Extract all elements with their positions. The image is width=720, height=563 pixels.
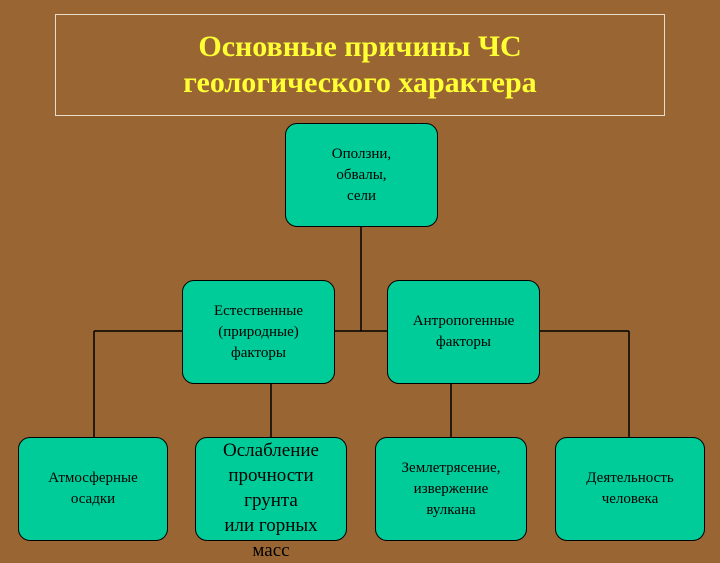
node-anthropogenic-line-2: факторы — [436, 334, 491, 350]
node-earthquake-line-2: извержение — [413, 480, 489, 497]
node-landslides-line-3: сели — [346, 187, 376, 204]
node-human-line-2: человека — [601, 491, 659, 507]
node-natural-line-1: Естественные — [213, 302, 304, 319]
node-earthquake-line-1: Землетрясение, — [401, 459, 501, 476]
node-soil-line-3: или горных — [224, 515, 318, 536]
node-precipitation-line-1: Атмосферные — [48, 470, 138, 486]
node-human-activity: Деятельность человека — [555, 437, 705, 541]
node-anthropogenic-factors: Антропогенные факторы — [387, 280, 540, 384]
node-soil-line-4: масс — [252, 540, 290, 561]
node-soil-line-2: прочности грунта — [228, 465, 314, 511]
node-human-line-1: Деятельность — [586, 470, 674, 486]
node-earthquake: Землетрясение, извержение вулкана — [375, 437, 527, 541]
node-precipitation: Атмосферные осадки — [18, 437, 168, 541]
diagram-title: Основные причины ЧС геологического харак… — [183, 29, 536, 101]
title-line-1: Основные причины ЧС — [198, 30, 522, 63]
node-precipitation-line-2: осадки — [70, 491, 116, 507]
node-natural-line-3: факторы — [231, 344, 286, 361]
node-landslides-line-1: Оползни, — [331, 145, 392, 162]
title-frame: Основные причины ЧС геологического харак… — [55, 14, 665, 116]
node-natural-factors: Естественные (природные) факторы — [182, 280, 335, 384]
node-landslides: Оползни, обвалы, сели — [285, 123, 438, 227]
node-soil-weakening: Ослабление прочности грунта или горных м… — [195, 437, 347, 561]
node-earthquake-line-3: вулкана — [426, 501, 476, 518]
node-soil-line-1: Ослабление — [223, 440, 319, 461]
node-anthropogenic-line-1: Антропогенные — [412, 313, 515, 329]
node-landslides-line-2: обвалы, — [336, 166, 387, 183]
title-line-2: геологического характера — [183, 66, 537, 99]
node-natural-line-2: (природные) — [218, 323, 299, 340]
